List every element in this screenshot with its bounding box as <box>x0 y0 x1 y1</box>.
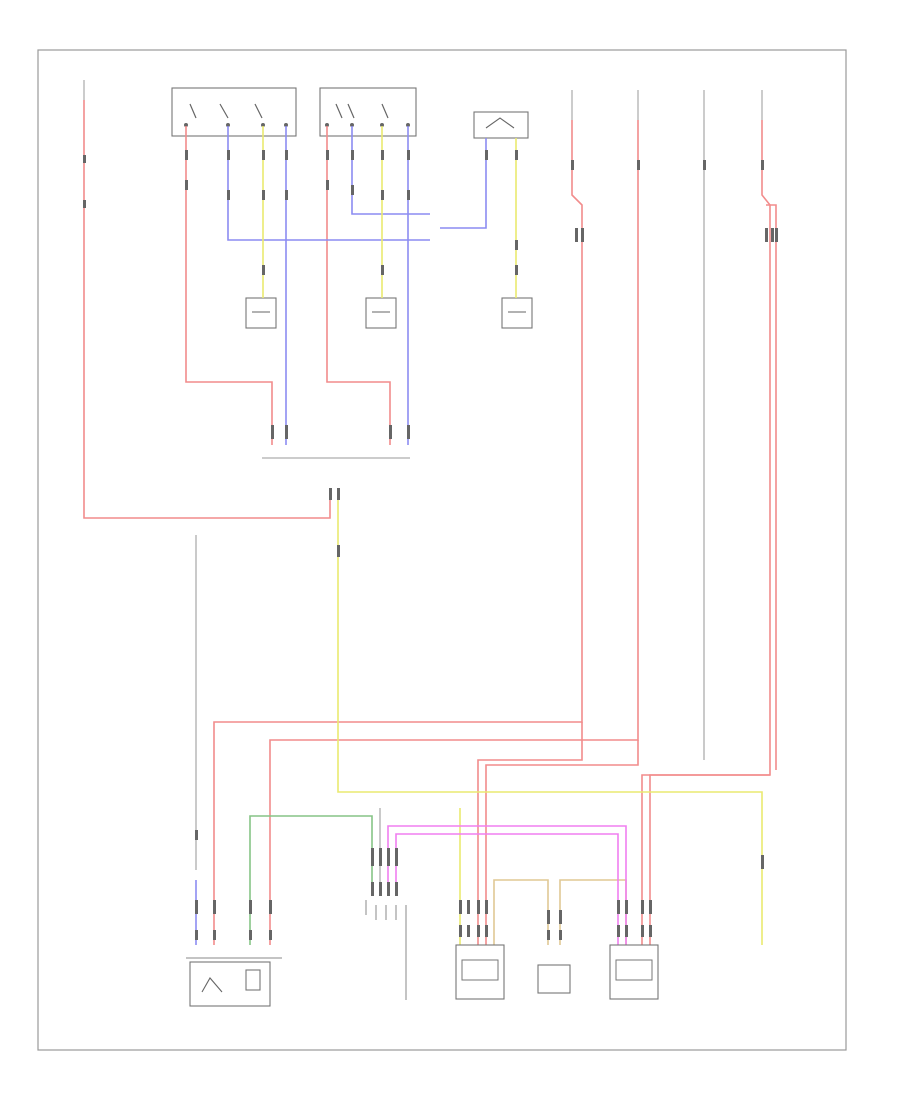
bottom-module-4 <box>537 964 571 994</box>
bottom-module-5 <box>609 944 659 1000</box>
lamp-3 <box>501 297 533 329</box>
switch-2 <box>319 87 417 137</box>
lamp-2 <box>365 297 397 329</box>
blue-wires <box>195 126 487 945</box>
bottom-module-1 <box>186 957 282 1007</box>
bottom-module-2 <box>365 900 407 1000</box>
magenta-wires <box>387 825 627 945</box>
diagram-frame <box>37 49 847 1051</box>
gray-wires <box>195 120 705 895</box>
red-wires <box>83 100 777 945</box>
green-wires <box>249 815 373 945</box>
lamp-1 <box>245 297 277 329</box>
switch-1 <box>171 87 297 137</box>
connector-pins <box>83 150 778 940</box>
bottom-module-3 <box>455 944 505 1000</box>
switch-3 <box>473 111 529 139</box>
yellow-wires <box>262 126 763 945</box>
